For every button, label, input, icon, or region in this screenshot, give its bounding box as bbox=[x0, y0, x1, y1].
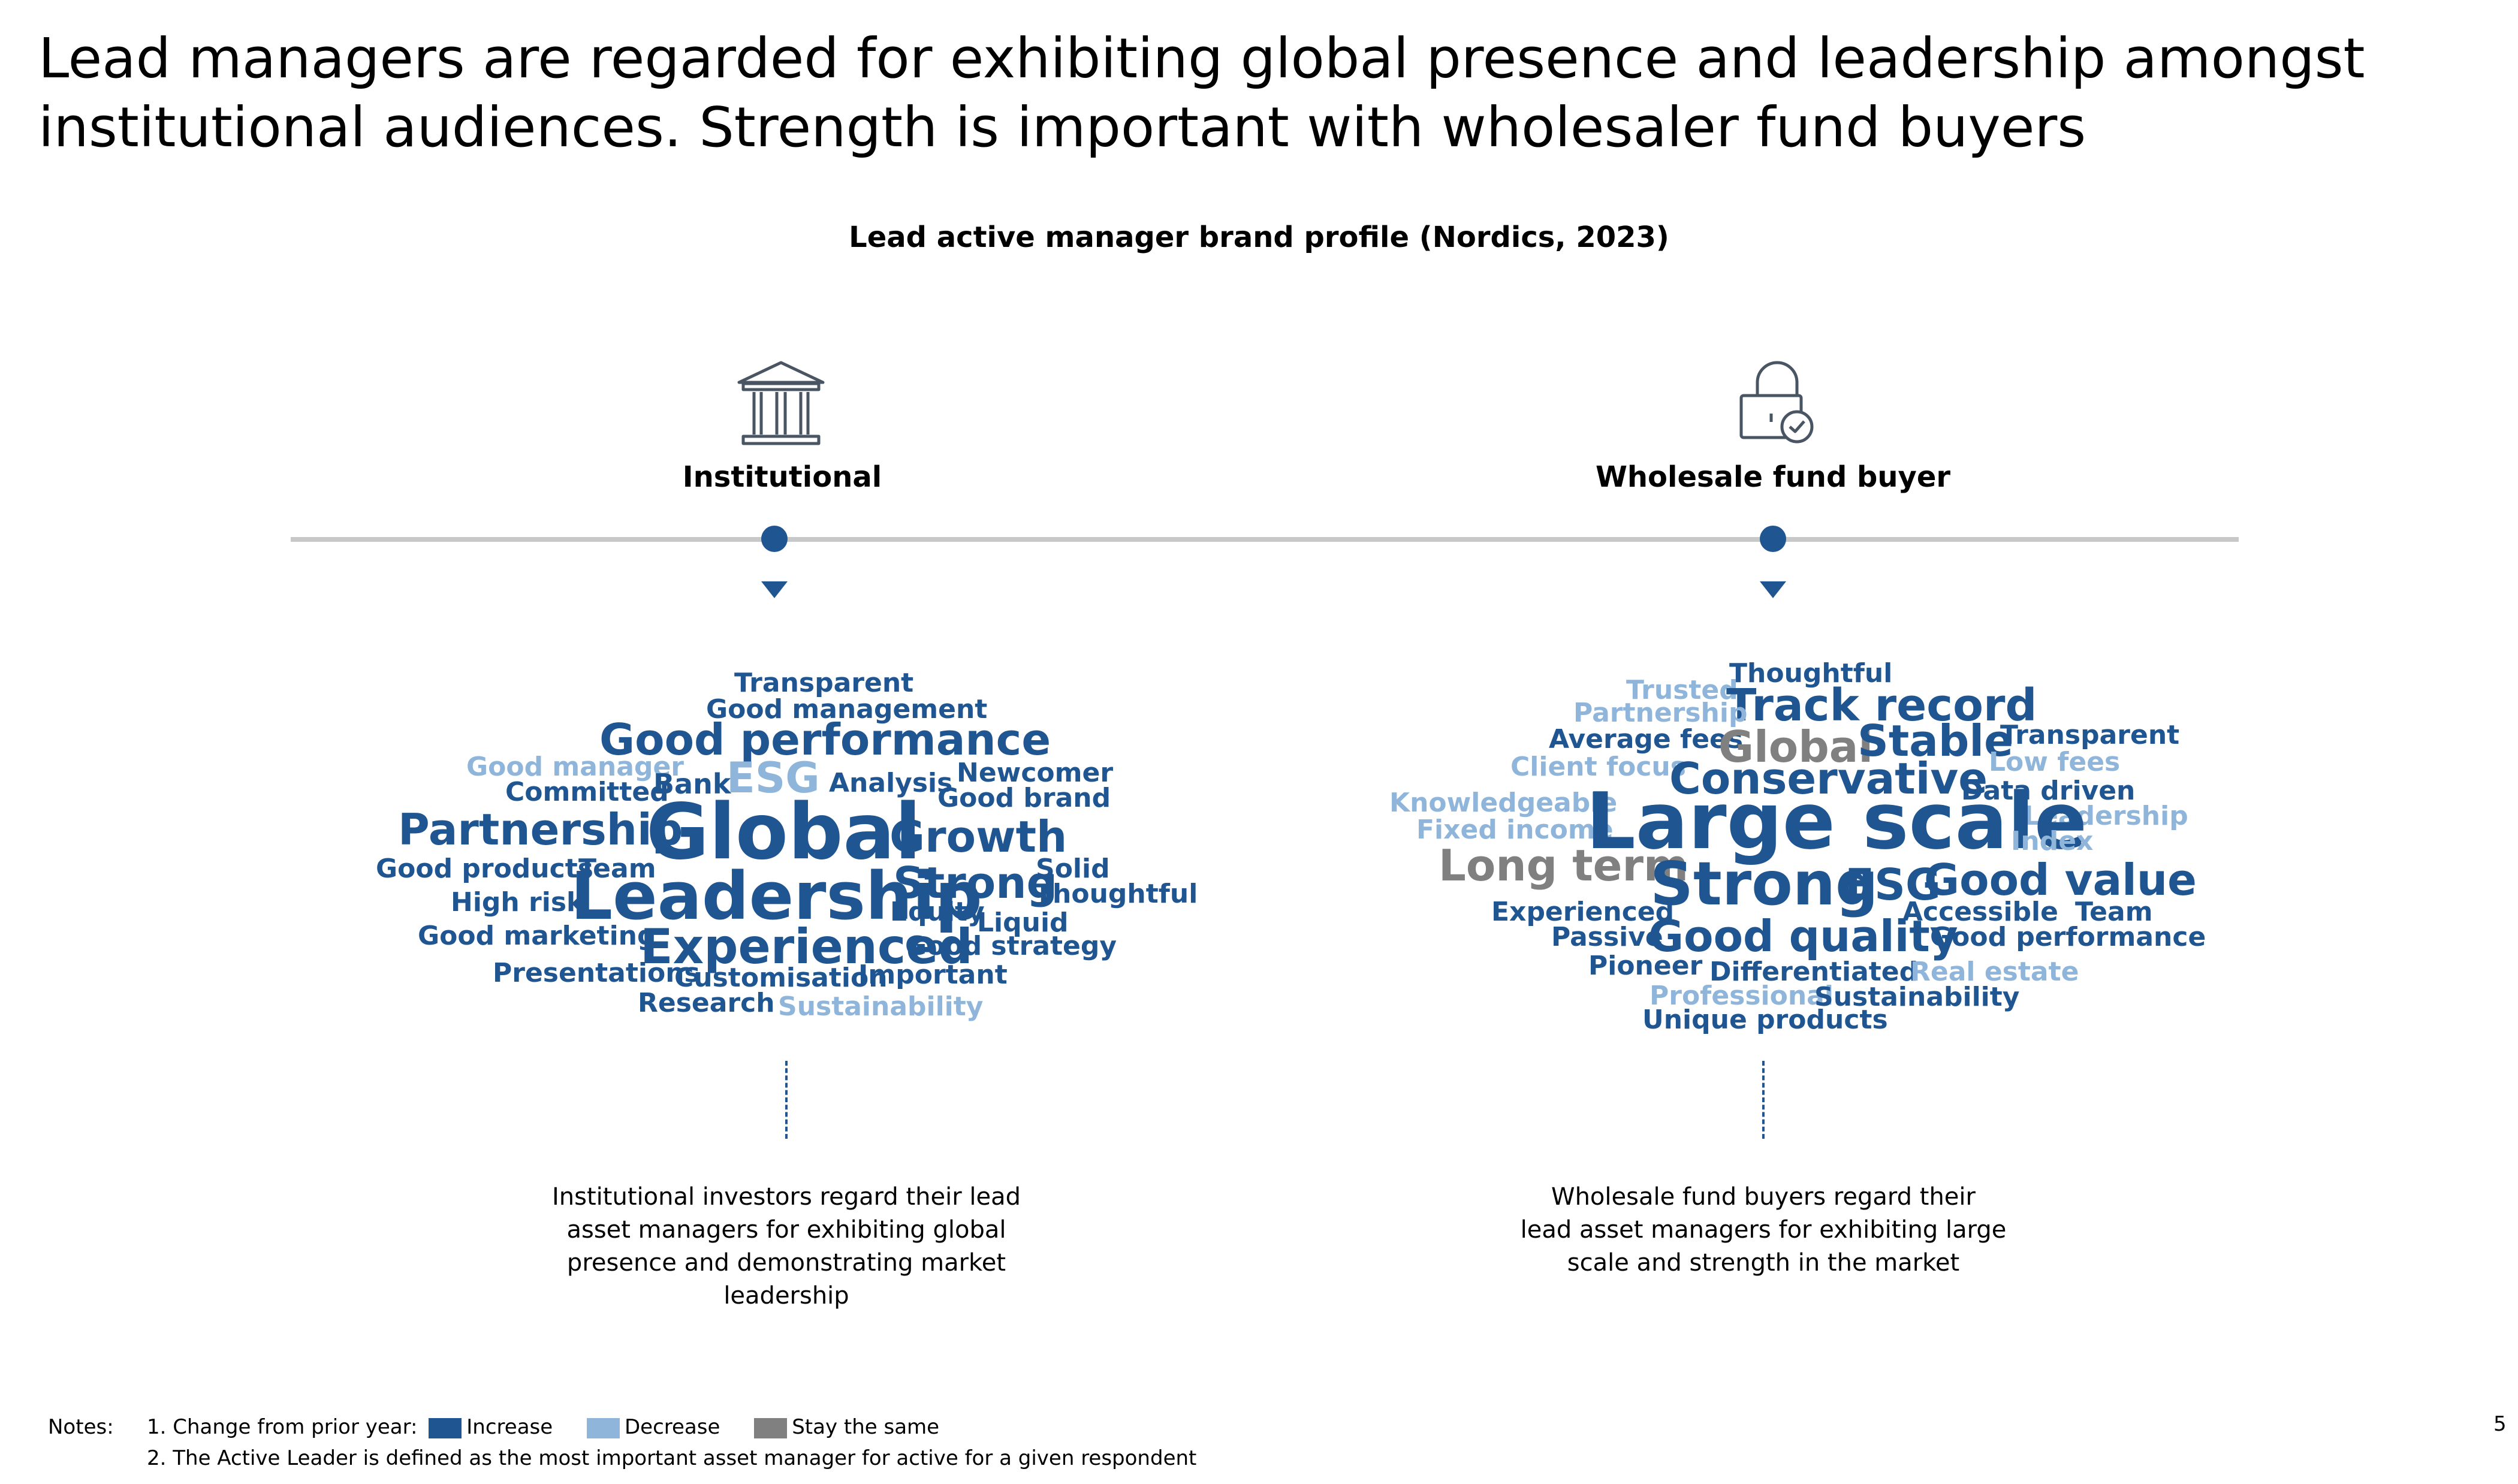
cloud-word: Sustainability bbox=[778, 991, 984, 1022]
cloud-word: Customisation bbox=[674, 963, 888, 993]
padlock-check-icon bbox=[1739, 361, 1814, 444]
cloud-word: Data driven bbox=[1961, 776, 2136, 806]
cloud-word: Leadership bbox=[571, 858, 982, 934]
timeline-dot-institutional bbox=[761, 526, 788, 552]
cloud-word: Good products bbox=[376, 853, 593, 884]
cloud-word: Thoughtful bbox=[1729, 658, 1893, 689]
down-arrow-icon bbox=[761, 581, 788, 598]
notes-line-2: 2. The Active Leader is defined as the m… bbox=[147, 1446, 1197, 1470]
cloud-word: Trusted bbox=[1626, 675, 1738, 705]
description-line: Wholesale fund buyers regard their bbox=[1551, 1183, 1976, 1211]
cloud-word: Good strategy bbox=[905, 931, 1117, 961]
segment-label-institutional: Institutional bbox=[682, 460, 882, 494]
cloud-word: Thoughtful bbox=[1035, 879, 1198, 909]
description-wholesale: Wholesale fund buyers regard their lead … bbox=[1494, 1181, 2033, 1280]
cloud-word: Newcomer bbox=[957, 758, 1114, 788]
cloud-word: Growth bbox=[889, 812, 1067, 862]
down-arrow-icon bbox=[1760, 581, 1786, 598]
cloud-word: Global bbox=[1718, 722, 1874, 772]
cloud-word: Conservative bbox=[1669, 753, 1988, 804]
dashed-connector bbox=[785, 1061, 788, 1139]
cloud-word: Transparent bbox=[734, 668, 914, 698]
cloud-word: ESG bbox=[726, 753, 820, 803]
chart-subtitle: Lead active manager brand profile (Nordi… bbox=[849, 221, 1669, 254]
cloud-word: Leadership bbox=[2024, 801, 2188, 831]
cloud-word: Strong bbox=[1650, 849, 1878, 919]
legend-swatch-same bbox=[754, 1417, 788, 1438]
segment-label-wholesale: Wholesale fund buyer bbox=[1595, 460, 1951, 494]
cloud-word: Real estate bbox=[1910, 957, 2079, 987]
cloud-word: Client focus bbox=[1510, 752, 1686, 782]
description-institutional: Institutional investors regard their lea… bbox=[517, 1181, 1056, 1313]
cloud-word: Good brand bbox=[937, 783, 1111, 813]
description-line: asset managers for exhibiting global bbox=[566, 1216, 1006, 1244]
cloud-word: Analysis bbox=[829, 768, 953, 798]
cloud-word: High risk bbox=[451, 887, 584, 918]
cloud-word: Team bbox=[578, 853, 656, 884]
cloud-word: Track record bbox=[1726, 680, 2037, 731]
cloud-word: Index bbox=[2011, 826, 2094, 856]
cloud-word: Partnership bbox=[398, 804, 683, 855]
legend-label-same: Stay the same bbox=[792, 1415, 940, 1439]
cloud-word: Experienced bbox=[1491, 897, 1675, 927]
cloud-word: Unique products bbox=[1642, 1005, 1888, 1035]
cloud-word: Good quality bbox=[1648, 911, 1958, 961]
cloud-word: Accessible bbox=[1902, 897, 2058, 927]
cloud-word: Long term bbox=[1439, 840, 1688, 891]
cloud-word: Differentiated bbox=[1709, 957, 1919, 987]
cloud-word: Committed bbox=[505, 777, 669, 807]
cloud-word: Knowledgeable bbox=[1389, 788, 1618, 818]
legend-swatch-decrease bbox=[586, 1417, 620, 1438]
cloud-word: Bank bbox=[653, 768, 731, 800]
cloud-word: Good performance bbox=[599, 714, 1051, 765]
cloud-word: Professional bbox=[1649, 981, 1834, 1011]
bank-building-icon bbox=[737, 361, 825, 445]
slide-title: Lead managers are regarded for exhibitin… bbox=[38, 24, 2376, 162]
cloud-word: Sustainability bbox=[1814, 982, 2020, 1012]
cloud-word: Equity bbox=[890, 897, 985, 927]
description-line: Institutional investors regard their lea… bbox=[552, 1183, 1021, 1211]
cloud-word: Research bbox=[638, 988, 775, 1018]
timeline-dot-wholesale bbox=[1760, 526, 1786, 552]
cloud-word: ESG bbox=[1845, 859, 1941, 910]
cloud-word: Large scale bbox=[1586, 776, 2088, 867]
cloud-word: Good marketing bbox=[418, 921, 656, 951]
title-line-1: Lead managers are regarded for exhibitin… bbox=[38, 26, 2365, 91]
description-line: lead asset managers for exhibiting large bbox=[1520, 1216, 2007, 1244]
cloud-word: Pioneer bbox=[1588, 951, 1703, 981]
cloud-word: Stable bbox=[1857, 716, 2013, 766]
description-line: leadership bbox=[723, 1282, 849, 1310]
cloud-word: Good manager bbox=[466, 752, 684, 782]
cloud-word: Liquid bbox=[977, 907, 1069, 938]
page-number: 5 bbox=[2493, 1412, 2507, 1436]
cloud-word: Low fees bbox=[1989, 747, 2121, 777]
cloud-word: Good value bbox=[1924, 855, 2197, 905]
cloud-word: Presentations bbox=[493, 958, 700, 988]
cloud-word: Important bbox=[858, 960, 1008, 990]
cloud-word: Partnership bbox=[1573, 698, 1748, 728]
title-line-2: institutional audiences. Strength is imp… bbox=[38, 95, 2086, 159]
note-1-prefix: 1. Change from prior year: bbox=[147, 1415, 418, 1439]
description-line: presence and demonstrating market bbox=[566, 1249, 1006, 1277]
dashed-connector bbox=[1762, 1061, 1765, 1139]
cloud-word: Transparent bbox=[2000, 720, 2180, 750]
cloud-word: Passive bbox=[1551, 922, 1663, 952]
cloud-word: Experienced bbox=[640, 919, 973, 975]
cloud-word: Strong bbox=[893, 858, 1058, 908]
cloud-word: Solid bbox=[1036, 853, 1110, 884]
notes-line-1: 1. Change from prior year: Increase Decr… bbox=[147, 1415, 939, 1439]
cloud-word: Fixed income bbox=[1416, 815, 1614, 845]
timeline-line bbox=[291, 537, 2239, 542]
legend-label-decrease: Decrease bbox=[624, 1415, 720, 1439]
legend-label-increase: Increase bbox=[466, 1415, 553, 1439]
cloud-word: Global bbox=[646, 788, 921, 877]
cloud-word: Average fees bbox=[1549, 724, 1744, 755]
cloud-word: Team bbox=[2075, 897, 2153, 927]
notes-label: Notes: bbox=[48, 1415, 114, 1439]
cloud-word: Good performance bbox=[1930, 922, 2206, 952]
legend-swatch-increase bbox=[429, 1417, 462, 1438]
cloud-word: Good management bbox=[706, 694, 988, 725]
description-line: scale and strength in the market bbox=[1567, 1249, 1960, 1277]
